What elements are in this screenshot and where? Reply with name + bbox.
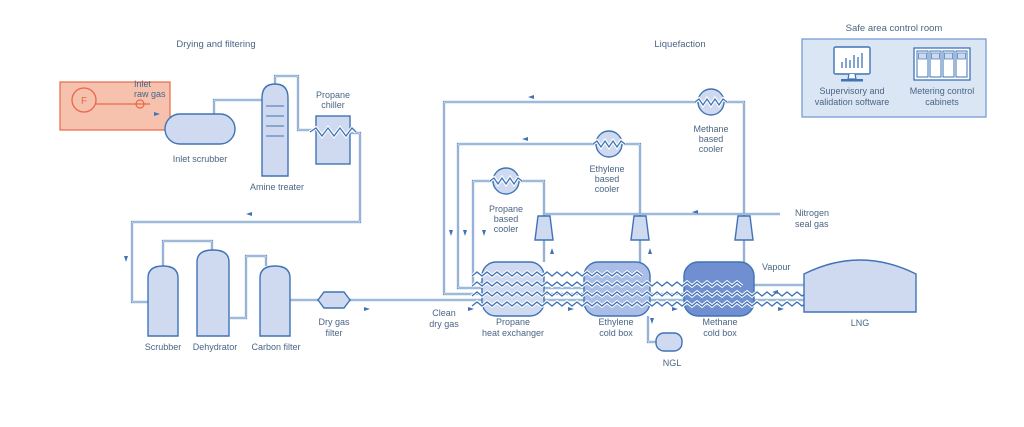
section-title-drying: Drying and filtering — [176, 39, 255, 50]
monitor-icon — [833, 46, 871, 82]
propane-chiller: Propane chiller — [309, 90, 358, 165]
dehydrator-label: Dehydrator — [193, 342, 238, 352]
flow-arrows — [124, 95, 784, 324]
ethylene-box-label-line1: Ethylene — [598, 317, 633, 327]
ngl-vessel: NGL — [655, 332, 683, 368]
ethylene-compressor-icon — [630, 215, 650, 241]
propane-hx-label-line1: Propane — [496, 317, 530, 327]
ethylene-box-label-line2: cold box — [599, 328, 633, 338]
methane-cooler-label-line1: Methane — [693, 124, 728, 134]
propane-cooler-label-line2: based — [494, 214, 519, 224]
hx-coils — [470, 269, 814, 309]
inlet-scrubber-label: Inlet scrubber — [173, 154, 228, 164]
clean-dry-gas-label-line1: Clean — [432, 308, 456, 318]
control-room-panel: Safe area control room Supervisory and v… — [801, 23, 987, 118]
methane-box-label-line1: Methane — [702, 317, 737, 327]
propane-chiller-label-line1: Propane — [316, 90, 350, 100]
methane-cold-box: Methane cold box — [683, 261, 755, 338]
cabinets-label-line1: Metering control — [910, 86, 975, 96]
inlet-scrubber: Inlet scrubber — [164, 113, 236, 164]
dry-gas-filter-label-line1: Dry gas — [318, 317, 350, 327]
cabinets-icon — [913, 47, 971, 81]
amine-treater-label: Amine treater — [250, 182, 304, 192]
propane-hx-label-line2: heat exchanger — [482, 328, 544, 338]
methane-box-label-line2: cold box — [703, 328, 737, 338]
propane-cooler: Propane based cooler — [488, 167, 524, 234]
cabinets-label-line2: cabinets — [925, 97, 959, 107]
nitrogen-label-line1: Nitrogen — [795, 208, 829, 218]
pipe-network — [60, 74, 806, 344]
scrubber: Scrubber — [145, 265, 182, 352]
inlet-label-line1: Inlet — [134, 79, 152, 89]
propane-cooler-label-line1: Propane — [489, 204, 523, 214]
software-label-line1: Supervisory and — [819, 86, 884, 96]
methane-compressor-icon — [734, 215, 754, 241]
section-title-liquefaction: Liquefaction — [654, 39, 705, 50]
lng-label: LNG — [851, 318, 870, 328]
software-label-line2: validation software — [815, 97, 890, 107]
carbon-filter: Carbon filter — [251, 265, 301, 352]
ngl-label: NGL — [663, 358, 682, 368]
propane-cooler-label-line3: cooler — [494, 224, 519, 234]
ethylene-cooler: Ethylene based cooler — [589, 130, 627, 194]
flow-meter-symbol: F — [81, 96, 87, 107]
clean-dry-gas-label-line2: dry gas — [429, 319, 459, 329]
nitrogen-label-line2: seal gas — [795, 219, 829, 229]
scrubber-label: Scrubber — [145, 342, 182, 352]
propane-chiller-label-line2: chiller — [321, 100, 345, 110]
propane-compressor-icon — [534, 215, 554, 241]
dehydrator: Dehydrator — [193, 249, 238, 352]
methane-cooler-label-line2: based — [699, 134, 724, 144]
inlet-label-line2: raw gas — [134, 89, 166, 99]
carbon-filter-label: Carbon filter — [251, 342, 300, 352]
valve-icon — [135, 99, 145, 109]
vapour-label: Vapour — [762, 262, 790, 272]
lng-tank: LNG — [803, 259, 917, 328]
ethylene-cooler-label-line3: cooler — [595, 184, 620, 194]
control-room-title: Safe area control room — [846, 23, 943, 34]
ethylene-cooler-label-line1: Ethylene — [589, 164, 624, 174]
dry-gas-filter-label-line2: filter — [325, 328, 342, 338]
ethylene-cooler-label-line2: based — [595, 174, 620, 184]
dry-gas-filter: Dry gas filter — [317, 291, 351, 338]
methane-cooler-label-line3: cooler — [699, 144, 724, 154]
flow-meter-icon — [71, 87, 97, 113]
methane-cooler: Methane based cooler — [693, 88, 729, 154]
amine-treater: Amine treater — [250, 83, 304, 192]
inlet-raw-gas: F Inlet raw gas — [59, 79, 171, 131]
